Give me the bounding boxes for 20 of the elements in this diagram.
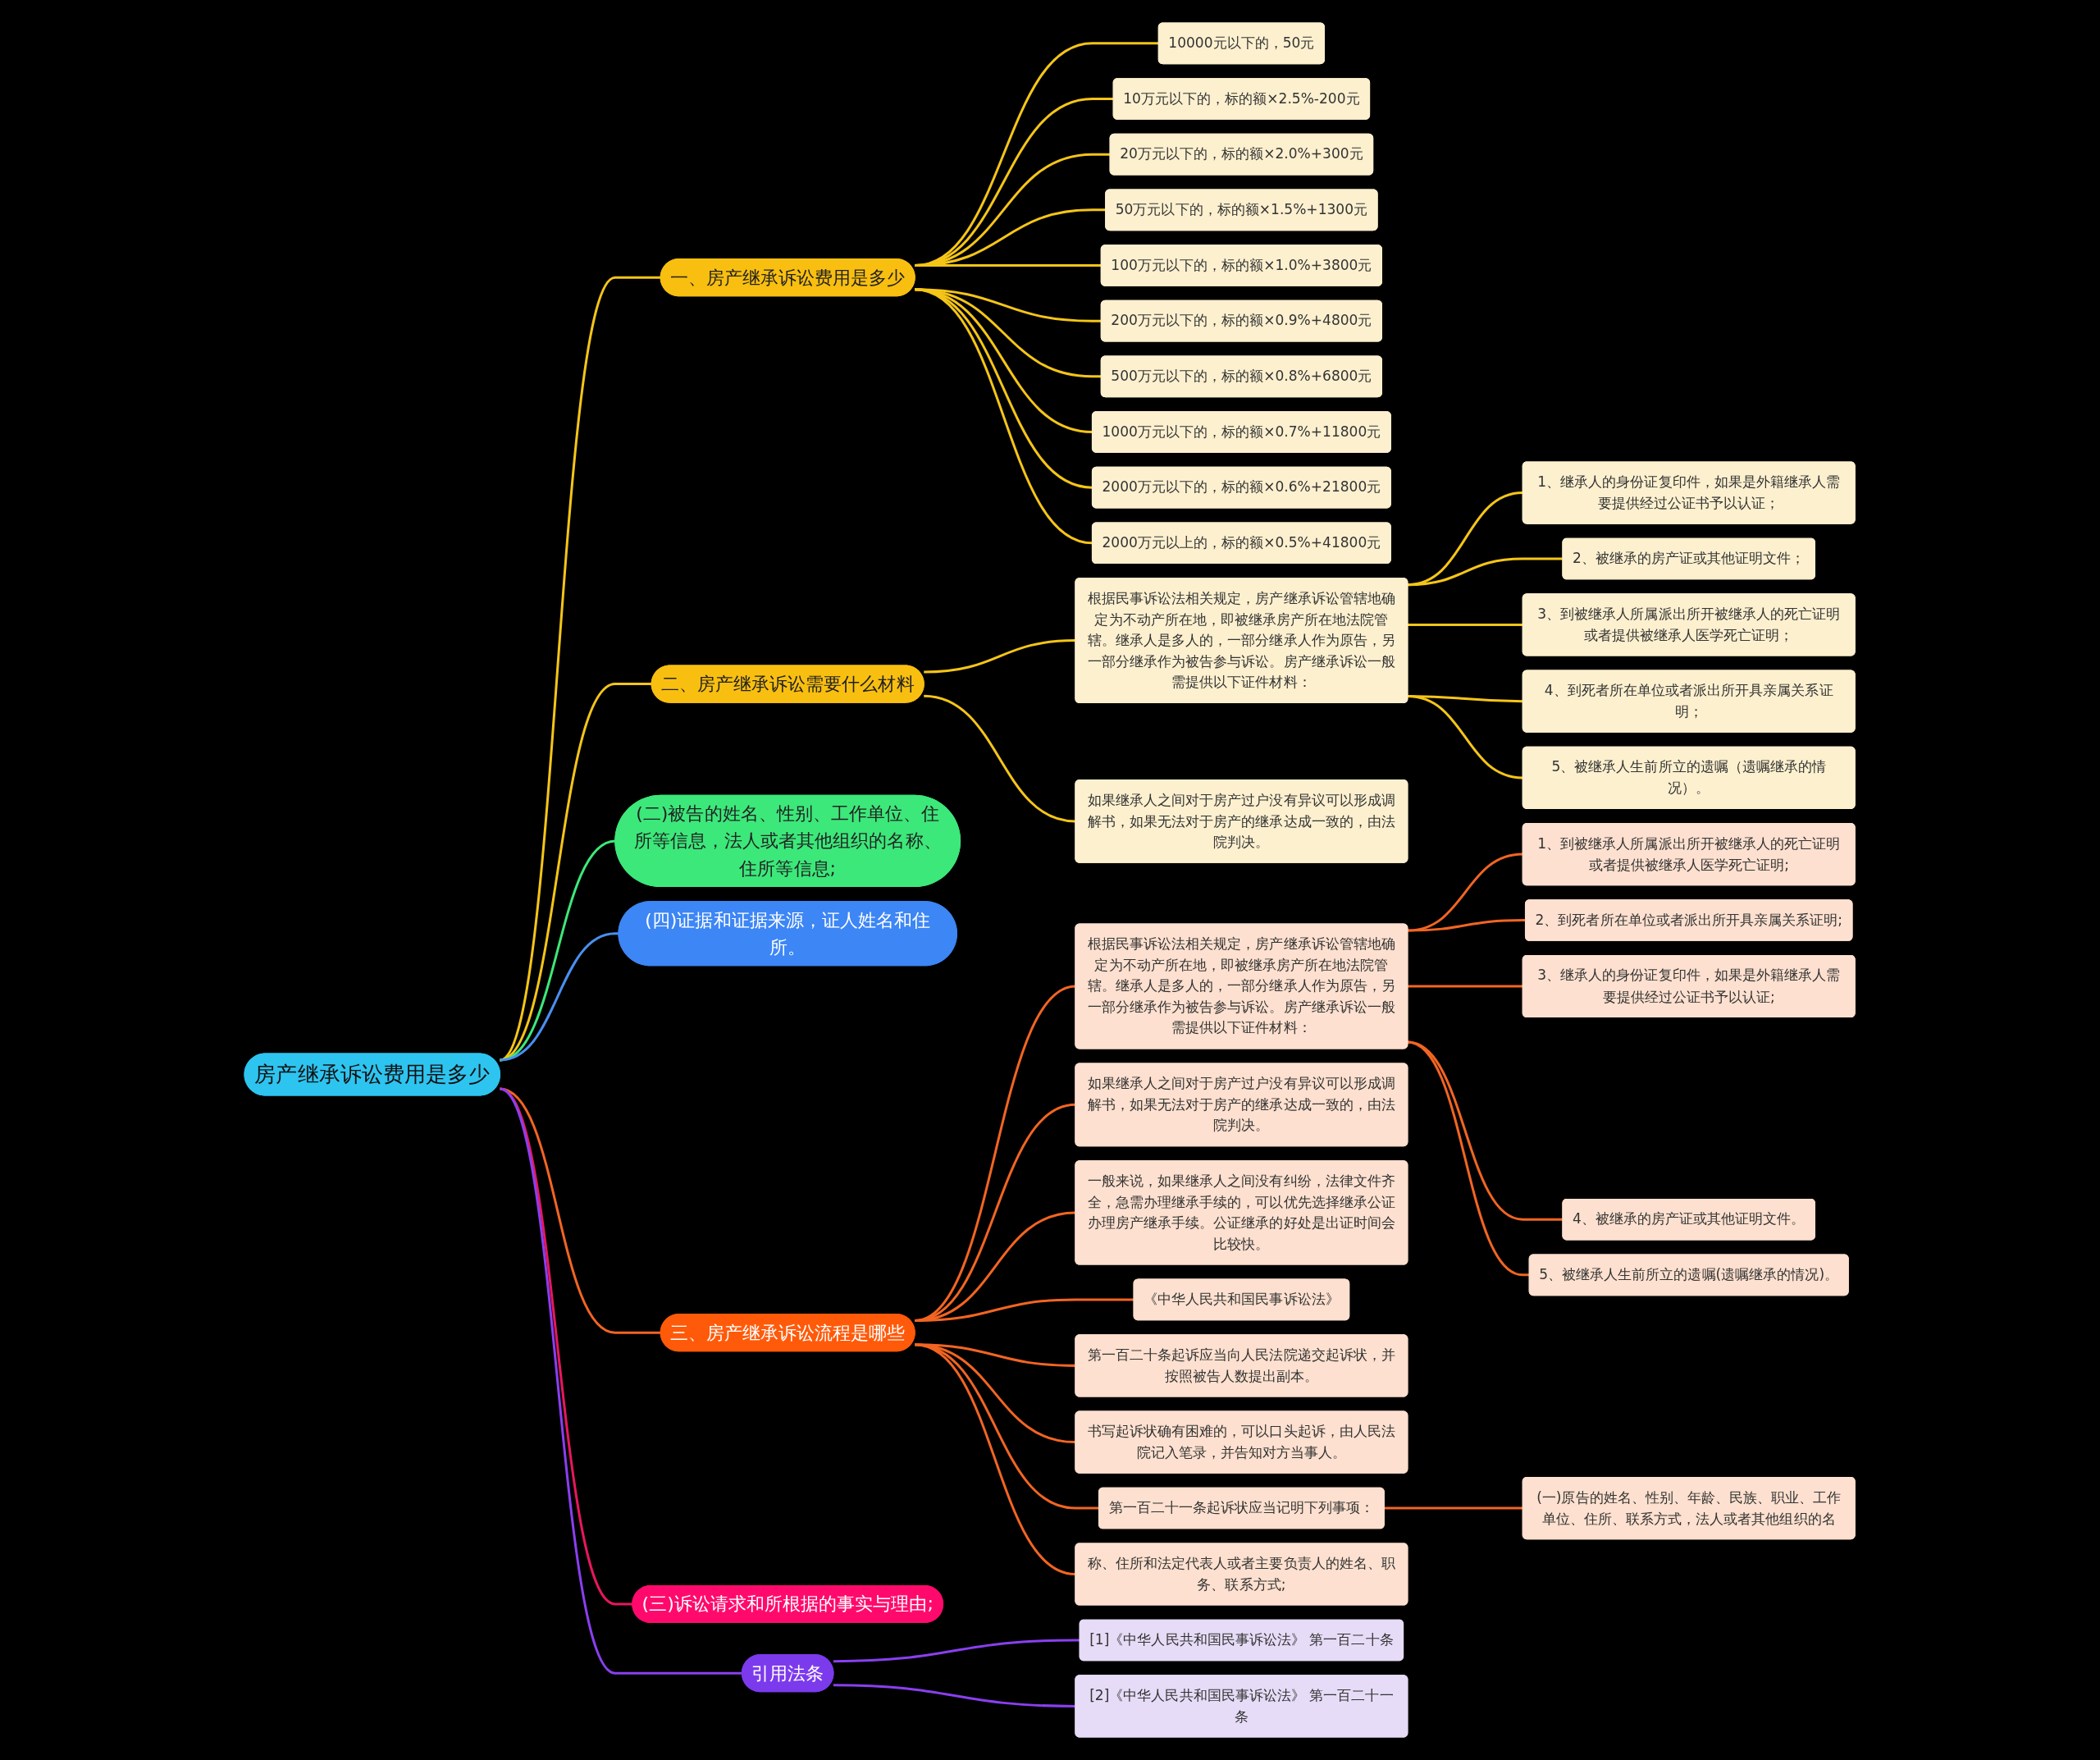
connector <box>1408 557 1564 587</box>
connector <box>499 276 661 1061</box>
connector <box>915 1343 1077 1575</box>
connector <box>915 264 1102 267</box>
connector <box>915 208 1107 267</box>
connector <box>915 153 1111 267</box>
connector <box>500 683 652 1062</box>
connector <box>500 932 619 1062</box>
connector <box>1408 919 1526 932</box>
connector <box>915 1298 1134 1323</box>
connector <box>1407 1040 1564 1221</box>
connector <box>1407 1040 1530 1277</box>
connector <box>499 1087 742 1675</box>
connector <box>833 1684 1077 1707</box>
connector <box>915 42 1159 267</box>
connector <box>1408 853 1525 932</box>
connector <box>924 694 1077 823</box>
connector <box>924 639 1077 674</box>
connector <box>915 98 1114 267</box>
connector <box>833 1639 1080 1663</box>
